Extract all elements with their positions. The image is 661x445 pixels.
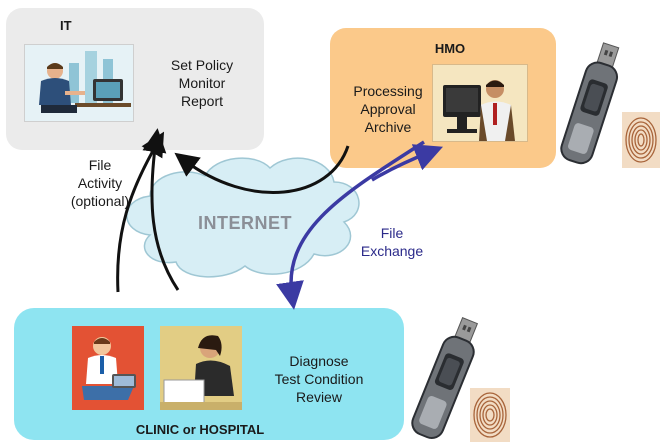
internet-label: INTERNET [198,213,292,233]
usb-fingerprint-token-icon [560,40,622,168]
fingerprint-icon [622,112,660,168]
file-activity-line-1: File [88,157,112,173]
fingerprint-icon [470,388,510,442]
it-task-report: Report [180,93,224,109]
it-task-monitor: Monitor [178,75,226,91]
it-task-set-policy: Set Policy [170,57,234,73]
clinic-task-review: Review [296,389,342,405]
person-at-computer-icon [24,44,134,122]
hmo-task-archive: Archive [364,119,412,135]
file-exchange-label: File Exchange [352,224,432,260]
doctor-with-laptop-icon [72,326,144,410]
it-tasks: Set Policy Monitor Report [150,56,254,110]
file-activity-line-3: (optional) [70,193,130,209]
file-activity-line-2: Activity [77,175,123,191]
hmo-task-processing: Processing [353,83,423,99]
it-title: IT [60,18,72,33]
file-activity-label: File Activity (optional) [58,156,142,210]
clinic-tasks: Diagnose Test Condition Review [256,352,382,406]
clinic-task-diagnose: Diagnose [289,353,349,369]
hmo-task-approval: Approval [360,101,416,117]
hmo-tasks: Processing Approval Archive [340,82,436,136]
clinic-task-test-condition: Test Condition [274,371,364,387]
person-at-computer-icon [432,64,528,142]
hmo-title: HMO [434,41,466,56]
file-exchange-line-2: Exchange [360,243,424,259]
usb-fingerprint-token-icon [408,314,484,444]
clinic-title: CLINIC or HOSPITAL [135,422,265,437]
file-exchange-line-1: File [380,225,404,241]
woman-at-desk-icon [160,326,242,410]
